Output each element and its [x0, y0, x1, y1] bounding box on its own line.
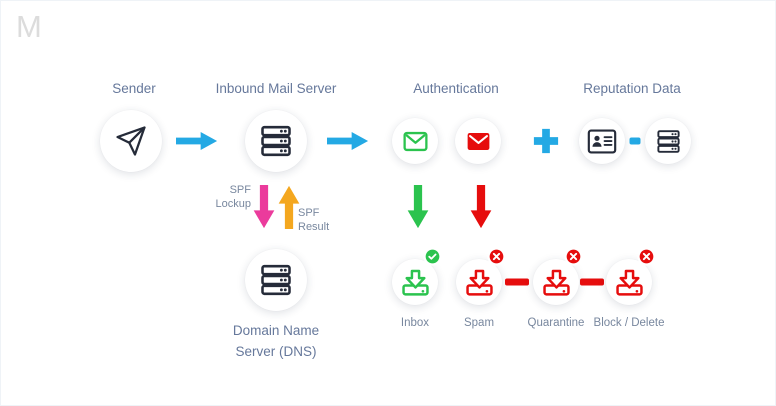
auth-pass-node — [392, 118, 438, 164]
x-badge-icon — [487, 247, 506, 266]
connector-dash — [580, 278, 604, 286]
green-envelope-icon — [402, 131, 428, 151]
outcome-quarantine-node — [533, 247, 583, 305]
connector-dash — [505, 278, 529, 286]
outcome-block-delete-node — [606, 247, 656, 305]
outcome-inbox-node — [392, 247, 442, 305]
server-icon — [261, 264, 291, 296]
heading-reputation-data: Reputation Data — [583, 81, 681, 96]
spf-lookup-arrow-icon — [253, 184, 275, 229]
auth-fail-node — [455, 118, 501, 164]
heading-sender: Sender — [112, 81, 156, 96]
reputation-server-node — [645, 118, 691, 164]
heading-authentication: Authentication — [413, 81, 499, 96]
outcome-label-spam: Spam — [463, 317, 495, 329]
connector-dash — [629, 137, 641, 145]
dns-server-node — [245, 249, 307, 311]
paper-plane-icon — [116, 126, 146, 156]
heading-inbound-mail-server: Inbound Mail Server — [215, 81, 337, 96]
outcome-label-block-delete: Block / Delete — [593, 317, 665, 329]
red-envelope-icon — [467, 132, 489, 150]
brand-logo: M — [16, 9, 43, 44]
arrow-right-icon — [327, 132, 369, 150]
spf-lookup-label: SPF Lockup — [215, 184, 251, 211]
arrow-right-icon — [176, 132, 218, 150]
id-card-icon — [587, 129, 617, 153]
plus-icon — [533, 128, 559, 154]
outcome-label-inbox: Inbox — [400, 317, 430, 329]
check-badge-icon — [423, 247, 442, 266]
x-badge-icon — [637, 247, 656, 266]
dns-label: Domain Name Server (DNS) — [232, 323, 320, 359]
inbox-tray-icon — [465, 269, 493, 296]
inbox-tray-icon — [401, 269, 429, 296]
outcome-label-quarantine: Quarantine — [527, 317, 585, 329]
server-icon — [656, 129, 680, 153]
spf-result-label: SPF Result — [298, 207, 330, 234]
x-badge-icon — [564, 247, 583, 266]
sender-node — [100, 110, 162, 172]
pass-arrow-icon — [407, 184, 429, 229]
spf-result-arrow-icon — [278, 185, 300, 230]
outcome-spam-node — [456, 247, 506, 305]
inbound-mail-server-node — [245, 110, 307, 172]
inbox-tray-icon — [542, 269, 570, 296]
inbox-tray-icon — [615, 269, 643, 296]
reputation-card-node — [579, 118, 625, 164]
fail-arrow-icon — [470, 184, 492, 229]
server-icon — [261, 125, 291, 157]
